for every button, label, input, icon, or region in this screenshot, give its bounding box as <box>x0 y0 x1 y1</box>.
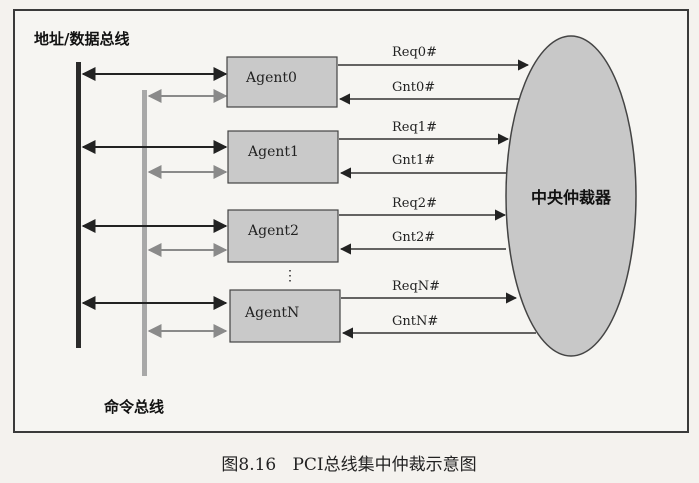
agent-group: Agent1 Req1# Gnt1# <box>81 120 510 184</box>
figure-caption: 图8.16 PCI总线集中仲裁示意图 <box>221 455 476 475</box>
agent-group: AgentN ReqN# GntN# <box>81 279 536 343</box>
more-agents-ellipsis: ⋮ <box>283 268 297 284</box>
agent-box <box>227 209 339 263</box>
agent-label: Agent0 <box>245 70 297 86</box>
request-signal-label: Req1# <box>392 120 437 135</box>
agent-box <box>229 289 341 343</box>
command-bus <box>142 90 147 376</box>
agent-label: Agent2 <box>247 223 299 239</box>
address-data-bus <box>76 62 81 348</box>
grant-signal-label: Gnt1# <box>392 153 435 168</box>
agent-group: Agent0 Req0# Gnt0# <box>81 45 530 108</box>
agent-label: Agent1 <box>247 144 299 160</box>
request-signal-label: ReqN# <box>392 279 440 294</box>
agent-label: AgentN <box>244 305 299 321</box>
request-signal-label: Req0# <box>392 45 437 60</box>
agent-box <box>226 56 338 108</box>
command-bus-label: 命令总线 <box>103 398 164 416</box>
central-arbiter <box>505 35 637 357</box>
agent-box <box>227 130 339 184</box>
address-data-bus-label: 地址/数据总线 <box>34 30 129 48</box>
agent-group: Agent2 Req2# Gnt2# <box>81 196 507 263</box>
grant-signal-label: Gnt2# <box>392 230 435 245</box>
grant-signal-label: Gnt0# <box>392 80 435 95</box>
request-signal-label: Req2# <box>392 196 437 211</box>
grant-signal-label: GntN# <box>392 314 438 329</box>
central-arbiter-label: 中央仲裁器 <box>531 188 612 207</box>
